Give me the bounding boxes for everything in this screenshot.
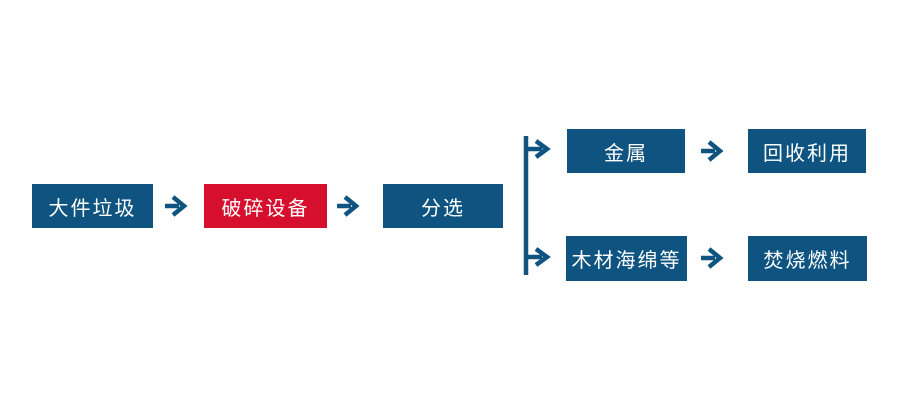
node-bulky-waste: 大件垃圾 (32, 184, 153, 228)
arrow-right-icon (164, 194, 190, 218)
node-crushing-equipment-label: 破碎设备 (221, 197, 310, 220)
node-sorting: 分选 (383, 184, 503, 228)
node-wood-sponge: 木材海绵等 (566, 236, 687, 281)
node-recycling-label: 回收利用 (763, 142, 851, 165)
node-incineration-fuel-label: 焚烧燃料 (763, 250, 852, 272)
node-bulky-waste-label: 大件垃圾 (48, 197, 137, 220)
node-metal-label: 金属 (604, 142, 648, 165)
node-incineration-fuel: 焚烧燃料 (748, 236, 867, 281)
arrow-right-icon (700, 139, 726, 163)
node-sorting-label: 分选 (421, 197, 465, 220)
node-crushing-equipment: 破碎设备 (204, 184, 327, 228)
node-wood-sponge-label: 木材海绵等 (571, 250, 682, 272)
branch-connector (520, 130, 560, 280)
node-recycling: 回收利用 (748, 129, 866, 173)
node-metal: 金属 (567, 129, 685, 173)
arrow-right-icon (700, 246, 726, 270)
arrow-right-icon (336, 194, 362, 218)
